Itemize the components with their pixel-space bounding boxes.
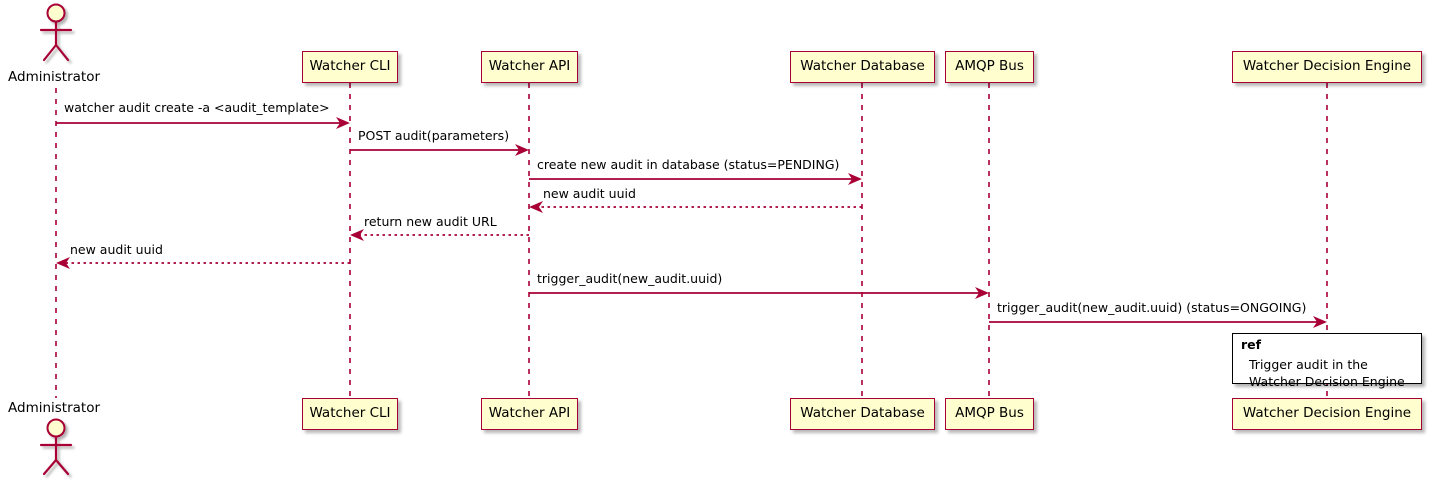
ref-fragment[interactable]: ref Trigger audit in the Watcher Decisio… (1232, 333, 1422, 389)
message-label-2: POST audit(parameters) (358, 128, 510, 143)
participant-label: AMQP Bus (955, 405, 1024, 422)
arrow-head-3 (848, 173, 862, 185)
actor-figure-top (39, 3, 73, 62)
message-label-1: watcher audit create -a <audit_template> (64, 100, 330, 115)
ref-fragment-body: Trigger audit in the Watcher Decision En… (1233, 356, 1421, 389)
participant-box-bottom-watcher-api[interactable]: Watcher API (481, 398, 578, 430)
participant-label: Watcher API (488, 58, 571, 75)
message-label-7: trigger_audit(new_audit.uuid) (537, 271, 723, 286)
participant-box-top-watcher-decision-engine[interactable]: Watcher Decision Engine (1232, 51, 1422, 83)
participant-box-bottom-watcher-database[interactable]: Watcher Database (790, 398, 935, 430)
lifelines (55, 83, 1328, 398)
participant-box-top-watcher-cli[interactable]: Watcher CLI (302, 51, 398, 83)
participant-label: Watcher Decision Engine (1242, 405, 1412, 422)
participant-label: Watcher API (488, 405, 571, 422)
participant-box-top-amqp-bus[interactable]: AMQP Bus (945, 51, 1034, 83)
ref-fragment-tab-label: ref (1241, 336, 1262, 352)
message-label-3: create new audit in database (status=PEN… (537, 157, 840, 172)
arrow-head-2 (515, 144, 529, 156)
arrow-head-6 (56, 257, 70, 269)
arrow-head-8 (1313, 316, 1327, 328)
participant-label: AMQP Bus (955, 58, 1024, 75)
arrow-head-7 (975, 287, 989, 299)
arrow-head-4 (529, 201, 543, 213)
message-arrows (56, 117, 1327, 328)
participant-label: Watcher Decision Engine (1242, 58, 1412, 75)
actor-figure-bottom (39, 418, 73, 476)
ref-fragment-line-1: Trigger audit in the (1249, 357, 1368, 372)
message-label-4: new audit uuid (543, 186, 636, 201)
participant-label: Watcher CLI (309, 58, 391, 75)
participant-label: Watcher Database (800, 58, 925, 75)
ref-fragment-line-2: Watcher Decision Engine (1249, 374, 1405, 389)
arrow-head-1 (336, 117, 350, 129)
arrow-head-5 (350, 229, 364, 241)
message-label-8: trigger_audit(new_audit.uuid) (status=ON… (997, 300, 1307, 315)
participant-label: Watcher CLI (309, 405, 391, 422)
participant-box-bottom-amqp-bus[interactable]: AMQP Bus (945, 398, 1034, 430)
message-label-6: new audit uuid (70, 242, 163, 257)
actor-label-bottom: Administrator (8, 400, 101, 416)
participant-box-top-watcher-database[interactable]: Watcher Database (790, 51, 935, 83)
participant-box-top-watcher-api[interactable]: Watcher API (481, 51, 578, 83)
participant-box-bottom-watcher-cli[interactable]: Watcher CLI (302, 398, 398, 430)
participant-box-bottom-watcher-decision-engine[interactable]: Watcher Decision Engine (1232, 398, 1422, 430)
actor-label-top: Administrator (8, 69, 101, 85)
participant-label: Watcher Database (800, 405, 925, 422)
message-label-5: return new audit URL (364, 214, 497, 229)
